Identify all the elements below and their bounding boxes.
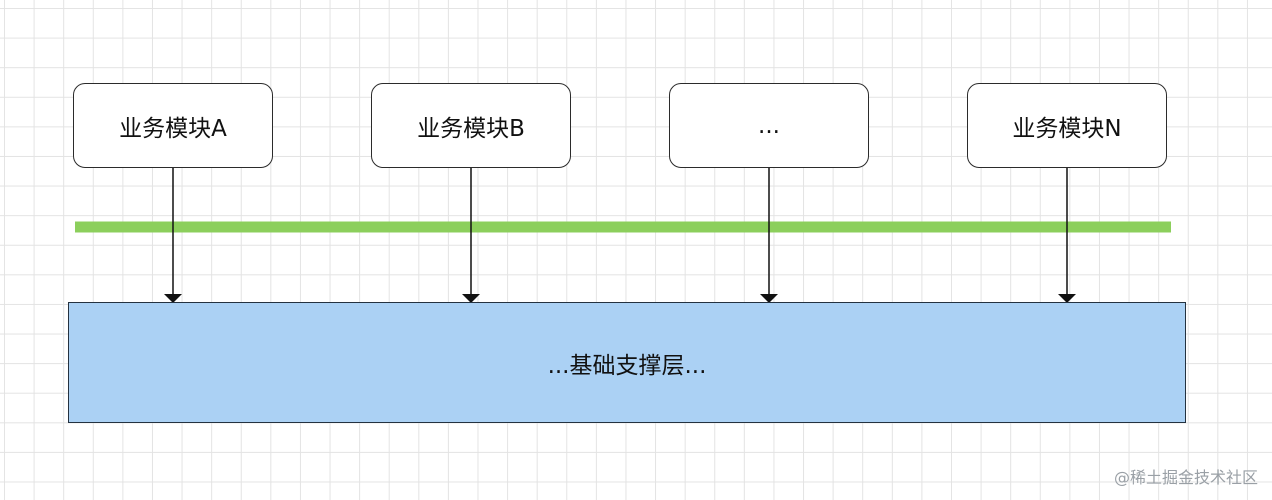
module-n-box[interactable]: 业务模块N bbox=[967, 83, 1167, 168]
arrow-head-a bbox=[164, 294, 182, 303]
arrow-head-n bbox=[1058, 294, 1076, 303]
watermark-text: @稀土掘金技术社区 bbox=[1113, 468, 1258, 487]
arrow-head-b bbox=[462, 294, 480, 303]
module-b-box[interactable]: 业务模块B bbox=[371, 83, 571, 168]
module-a-box[interactable]: 业务模块A bbox=[73, 83, 273, 168]
module-ellipsis-box[interactable]: ... bbox=[669, 83, 869, 168]
base-support-layer[interactable]: ...基础支撑层... bbox=[68, 302, 1186, 423]
arrow-head-ellipsis bbox=[760, 294, 778, 303]
